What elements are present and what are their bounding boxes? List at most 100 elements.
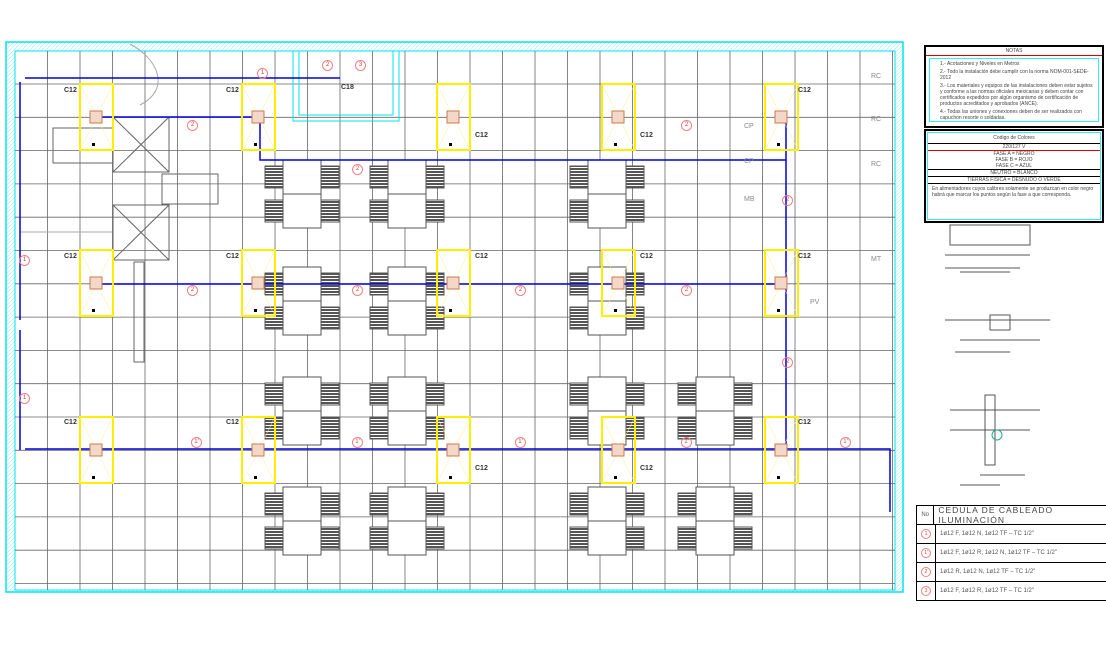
chair (733, 382, 753, 406)
equipment-label: CP (744, 158, 754, 165)
chair (369, 306, 389, 330)
circuit-tag: 1' (515, 437, 526, 448)
luminaire (241, 83, 276, 151)
note-item: 2.- Todo la instalación debe cumplir con… (940, 69, 1089, 81)
schedule-row: 1'1ø12 F, 1ø12 R, 1ø12 N, 1ø12 TF – TC 1… (917, 544, 1106, 563)
junction-box-icon (611, 276, 625, 290)
circuit-tag: 2 (322, 60, 333, 71)
sensor-dot (614, 143, 617, 146)
circuit-tag: 2 (681, 285, 692, 296)
circuit-tag: 1' (840, 437, 851, 448)
chair (320, 199, 340, 223)
circuit-tag: 1 (257, 68, 268, 79)
luminaire (79, 83, 114, 151)
chair (369, 165, 389, 189)
luminaire (764, 416, 799, 484)
sensor-dot (92, 476, 95, 479)
equipment-label: RC (871, 161, 882, 168)
circuit-tag: 2 (515, 285, 526, 296)
junction-box-icon (774, 443, 788, 457)
luminaire-label: C12 (475, 132, 488, 139)
chair (369, 526, 389, 550)
circuit-number: 1 (921, 529, 931, 539)
luminaire (436, 416, 471, 484)
junction-box-icon (774, 110, 788, 124)
chair (677, 382, 697, 406)
junction-box-icon (251, 276, 265, 290)
chair (625, 382, 645, 406)
luminaire-label: C12 (640, 465, 653, 472)
circuit-tag: 2 (352, 164, 363, 175)
detail-drawings (945, 224, 1050, 486)
sensor-dot (449, 309, 452, 312)
sensor-dot (254, 143, 257, 146)
equipment-label: MB (744, 196, 755, 203)
chair (425, 526, 445, 550)
chair (569, 199, 589, 223)
equipment-label: RC (871, 116, 882, 123)
luminaire (601, 416, 636, 484)
luminaire (436, 249, 471, 317)
chair (677, 526, 697, 550)
circuit-tag: 1' (681, 437, 692, 448)
luminaire-label: C12 (64, 87, 77, 94)
luminaire-label: C18 (341, 84, 354, 91)
chair (425, 199, 445, 223)
chair (677, 492, 697, 516)
cable-spec: 1ø12 F, 1ø12 N, 1ø12 TF – TC 1/2" (940, 531, 1034, 537)
sensor-dot (614, 476, 617, 479)
chair (625, 492, 645, 516)
cable-spec: 1ø12 F, 1ø12 R, 1ø12 TF – TC 1/2" (940, 588, 1034, 594)
junction-box-icon (89, 276, 103, 290)
luminaire (79, 416, 114, 484)
circuit-tag: 3 (355, 60, 366, 71)
chair (677, 416, 697, 440)
note-item: 4.- Todas las uniones y conexiones deben… (940, 109, 1082, 121)
chair (369, 199, 389, 223)
luminaire-label: C12 (64, 253, 77, 260)
equipment-label: CP (744, 123, 754, 130)
chair (569, 492, 589, 516)
interior-floor (14, 50, 896, 591)
circuit-tag: 2 (782, 357, 793, 368)
stair-structure (20, 43, 219, 363)
chair (320, 306, 340, 330)
luminaire (241, 249, 276, 317)
luminaire-label: C12 (475, 465, 488, 472)
junction-box-icon (446, 443, 460, 457)
chair (320, 382, 340, 406)
chair (569, 306, 589, 330)
circuit-tag: 1' (191, 437, 202, 448)
circuit-number: 1' (921, 548, 931, 558)
junction-box-icon (774, 276, 788, 290)
schedule-title: CEDULA DE CABLEADO ILUMINACIÓN (938, 505, 1054, 525)
junction-box-icon (446, 276, 460, 290)
chair (320, 416, 340, 440)
circuit-number: 2 (921, 567, 931, 577)
chair (264, 526, 284, 550)
luminaire-label: C12 (798, 87, 811, 94)
ground: TIERRAS FISICA = DESNUDO O VERDE (928, 177, 1100, 184)
luminaire (764, 83, 799, 151)
sensor-dot (777, 476, 780, 479)
chair (425, 306, 445, 330)
chair (425, 382, 445, 406)
chair (733, 492, 753, 516)
chair (425, 165, 445, 189)
voltage: 220/127 V (928, 144, 1100, 151)
chair (425, 416, 445, 440)
sensor-dot (777, 143, 780, 146)
luminaire (241, 416, 276, 484)
luminaire-label: C12 (64, 419, 77, 426)
chair (264, 165, 284, 189)
note-item: 3.- Los materiales y equipos de las inst… (940, 83, 1093, 107)
junction-box-icon (89, 110, 103, 124)
luminaire-label: C12 (798, 419, 811, 426)
sensor-dot (777, 309, 780, 312)
chair (425, 492, 445, 516)
circuit-tag: 2 (681, 120, 692, 131)
notes-panel: NOTAS 1.- Acotaciones y Niveles en Metro… (924, 45, 1104, 128)
luminaire (436, 83, 471, 151)
